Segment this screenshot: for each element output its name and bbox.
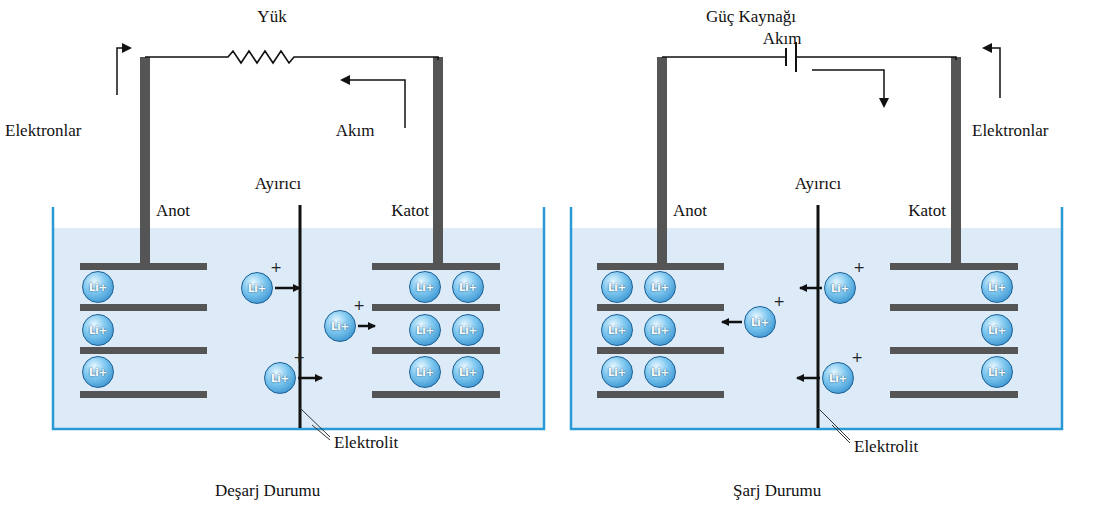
anode-plates xyxy=(597,263,724,398)
lithium-ion: Li+ xyxy=(601,356,633,388)
charge-sign: + xyxy=(293,350,305,364)
ion-label: Li+ xyxy=(829,373,847,384)
charge-sign: + xyxy=(353,298,365,312)
ion-arrows xyxy=(275,288,375,378)
part-label: Ayırıcı xyxy=(795,175,842,194)
lithium-ion: Li+ xyxy=(409,271,441,303)
lithium-ion: Li+ xyxy=(82,271,114,303)
current-arrow xyxy=(812,70,884,106)
ion-label: Li+ xyxy=(459,282,477,293)
ion-label: Li+ xyxy=(248,283,266,294)
lithium-ion: Li+ xyxy=(644,271,676,303)
electron-arrow xyxy=(117,48,130,95)
part-label: Anot xyxy=(156,202,190,221)
power-source-symbol xyxy=(785,48,787,66)
lithium-ion: Li+ xyxy=(409,314,441,346)
lithium-ion: Li++ xyxy=(241,272,273,304)
lithium-ion: Li+ xyxy=(82,356,114,388)
part-label: Elektronlar xyxy=(5,122,81,141)
ion-label: Li+ xyxy=(608,367,626,378)
part-label: Güç Kaynağı xyxy=(706,8,796,27)
ion-arrows xyxy=(722,288,822,378)
leader-lines xyxy=(300,408,330,440)
lithium-ion: Li++ xyxy=(824,272,856,304)
current-arrow xyxy=(342,80,405,128)
part-label: Yük xyxy=(257,8,286,27)
lithium-ion: Li++ xyxy=(744,306,776,338)
ion-label: Li+ xyxy=(416,282,434,293)
ion-label: Li+ xyxy=(89,367,107,378)
lithium-ion: Li++ xyxy=(822,362,854,394)
charge-sign: + xyxy=(773,294,785,308)
lithium-ion: Li+ xyxy=(452,314,484,346)
part-label: Anot xyxy=(673,202,707,221)
ion-label: Li+ xyxy=(988,325,1006,336)
ion-label: Li+ xyxy=(651,325,669,336)
part-label: Ayırıcı xyxy=(255,175,302,194)
ion-label: Li+ xyxy=(651,282,669,293)
separator xyxy=(299,205,302,428)
ion-label: Li+ xyxy=(988,367,1006,378)
leader-lines xyxy=(818,408,850,443)
charge-sign: + xyxy=(851,350,863,364)
part-label: Akım xyxy=(336,122,375,141)
lithium-ion: Li+ xyxy=(981,271,1013,303)
lithium-ion: Li+ xyxy=(644,314,676,346)
part-label: Elektronlar xyxy=(972,122,1048,141)
lithium-ion: Li+ xyxy=(409,356,441,388)
ion-label: Li+ xyxy=(459,367,477,378)
ion-label: Li+ xyxy=(416,325,434,336)
wire-load xyxy=(145,51,438,63)
ion-label: Li+ xyxy=(459,325,477,336)
ion-label: Li+ xyxy=(651,367,669,378)
lithium-ion: Li+ xyxy=(452,271,484,303)
lithium-ion: Li++ xyxy=(324,310,356,342)
anode-plates xyxy=(80,263,207,398)
part-label: Katot xyxy=(908,202,946,221)
ion-label: Li+ xyxy=(988,282,1006,293)
part-label: Elektrolit xyxy=(854,438,918,457)
part-label: Deşarj Durumu xyxy=(215,482,320,501)
ion-label: Li+ xyxy=(331,321,349,332)
electron-arrow xyxy=(984,48,1000,98)
part-label: Katot xyxy=(391,202,429,221)
lithium-ion: Li+ xyxy=(82,314,114,346)
ion-label: Li+ xyxy=(608,325,626,336)
lithium-ion: Li+ xyxy=(981,314,1013,346)
ion-label: Li+ xyxy=(89,325,107,336)
part-label: Şarj Durumu xyxy=(733,482,821,501)
lithium-ion: Li+ xyxy=(644,356,676,388)
lithium-ion: Li+ xyxy=(601,314,633,346)
lithium-ion: Li+ xyxy=(981,356,1013,388)
lithium-ion: Li++ xyxy=(264,362,296,394)
cathode-plates xyxy=(890,263,1018,398)
cathode-plates xyxy=(372,263,500,398)
separator xyxy=(817,205,820,428)
lithium-ion: Li+ xyxy=(452,356,484,388)
charge-sign: + xyxy=(853,260,865,274)
ion-label: Li+ xyxy=(751,317,769,328)
part-label: Elektrolit xyxy=(334,434,398,453)
wire xyxy=(662,57,956,60)
ion-label: Li+ xyxy=(831,283,849,294)
ion-label: Li+ xyxy=(608,282,626,293)
charge-sign: + xyxy=(270,260,282,274)
ion-label: Li+ xyxy=(271,373,289,384)
lithium-ion: Li+ xyxy=(601,271,633,303)
ion-label: Li+ xyxy=(416,367,434,378)
ion-label: Li+ xyxy=(89,282,107,293)
part-label: Akım xyxy=(763,30,802,49)
